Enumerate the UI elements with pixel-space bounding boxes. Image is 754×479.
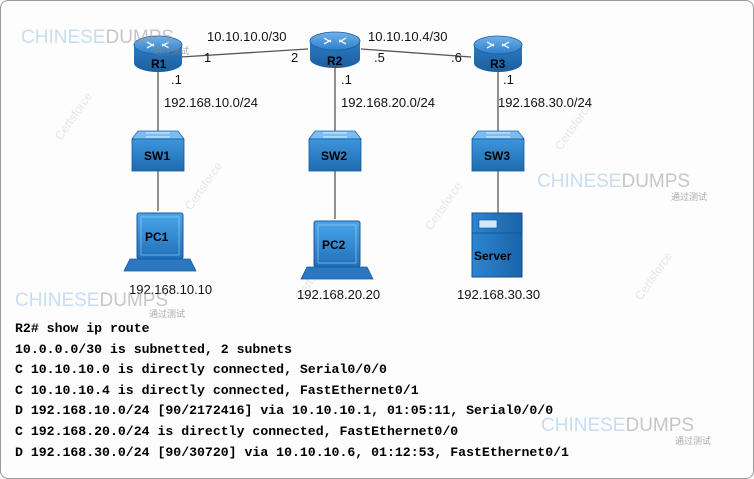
switch-sw1[interactable]: SW1: [131, 130, 185, 172]
watermark-brand: CHINESEDUMPS: [21, 27, 174, 48]
cli-line: D 192.168.10.0/24 [90/2172416] via 10.10…: [15, 403, 554, 419]
switch-arrows-icon: [146, 132, 170, 138]
brand-watermark-mid-left: CHINESEDUMPS 通过测试: [15, 290, 185, 320]
host-ip-pc2: 192.168.20.20: [297, 287, 380, 302]
host-label: PC2: [322, 238, 346, 252]
links: [157, 48, 499, 219]
watermark-sub: 通过测试: [149, 308, 185, 320]
lan-if-r2: .1: [341, 72, 352, 87]
cli-line: C 10.10.10.4 is directly connected, Fast…: [15, 382, 419, 398]
watermark-diag-6: Certsforce: [632, 249, 675, 303]
cli-line: D 192.168.30.0/24 [90/30720] via 10.10.1…: [15, 444, 569, 460]
router-r2[interactable]: R2: [309, 31, 361, 68]
watermark-brand: CHINESEDUMPS: [537, 171, 690, 192]
link-r2-r3: [360, 48, 472, 58]
host-ip-server: 192.168.30.30: [457, 287, 540, 302]
switch-label: SW1: [144, 149, 170, 163]
router-label: R2: [327, 54, 343, 68]
watermark-sub: 通过测试: [153, 45, 189, 57]
host-pc1[interactable]: PC1: [123, 212, 197, 272]
watermark-brand: CHINESEDUMPS: [541, 415, 694, 436]
router-r3[interactable]: R3: [473, 35, 523, 72]
watermark-diag-4: Certsforce: [422, 179, 465, 233]
wan-if-r2-left: 2: [291, 50, 298, 65]
brand-watermark-bottom-right: CHINESEDUMPS 通过测试: [541, 415, 711, 447]
switch-label: SW2: [321, 149, 347, 163]
link-r1-r2: [180, 48, 309, 58]
lan-if-r3: .1: [503, 72, 514, 87]
brand-watermark-mid-right: CHINESEDUMPS 通过测试: [537, 171, 707, 203]
cli-line: C 10.10.10.0 is directly connected, Seri…: [15, 362, 387, 378]
lan-if-r1: .1: [171, 72, 182, 87]
lan-network-3: 192.168.30.0/24: [498, 95, 592, 110]
router-label: R1: [151, 57, 167, 71]
cli-line: R2# show ip route: [15, 321, 150, 336]
watermark-sub: 通过测试: [671, 191, 707, 203]
switch-sw3[interactable]: SW3: [471, 130, 525, 172]
wan-network-2: 10.10.10.4/30: [368, 29, 448, 44]
watermark-diag-2: Certsforce: [182, 159, 225, 213]
host-server[interactable]: Server: [471, 212, 523, 278]
lan-network-2: 192.168.20.0/24: [341, 95, 435, 110]
host-pc2[interactable]: PC2: [300, 220, 374, 280]
switch-arrows-icon: [486, 132, 510, 138]
wan-if-r2-right: .5: [374, 50, 385, 65]
watermark-sub: 通过测试: [675, 435, 711, 447]
host-ip-pc1: 192.168.10.10: [129, 282, 212, 297]
routing-table-output: R2# show ip route 10.0.0.0/30 is subnette…: [15, 319, 569, 463]
router-arrows-icon: [486, 41, 510, 49]
router-r1[interactable]: R1: [133, 35, 183, 72]
watermark-diag-1: Certsforce: [52, 89, 95, 143]
cli-line: 10.0.0.0/30 is subnetted, 2 subnets: [15, 341, 292, 357]
wan-if-r1: 1: [204, 50, 211, 65]
wan-network-1: 10.10.10.0/30: [207, 29, 287, 44]
switch-label: SW3: [484, 149, 510, 163]
wan-if-r3: .6: [451, 50, 462, 65]
host-label: Server: [474, 249, 512, 263]
router-arrows-icon: [146, 41, 170, 49]
router-arrows-icon: [323, 37, 347, 45]
cli-line: C 192.168.20.0/24 is directly connected,…: [15, 423, 459, 439]
switch-arrows-icon: [323, 132, 347, 138]
router-label: R3: [490, 57, 506, 71]
lan-network-1: 192.168.10.0/24: [164, 95, 258, 110]
host-label: PC1: [145, 230, 169, 244]
switch-sw2[interactable]: SW2: [308, 130, 362, 172]
watermark-brand: CHINESEDUMPS: [15, 290, 168, 311]
brand-watermark-top-left: CHINESEDUMPS 通过测试: [21, 27, 189, 57]
